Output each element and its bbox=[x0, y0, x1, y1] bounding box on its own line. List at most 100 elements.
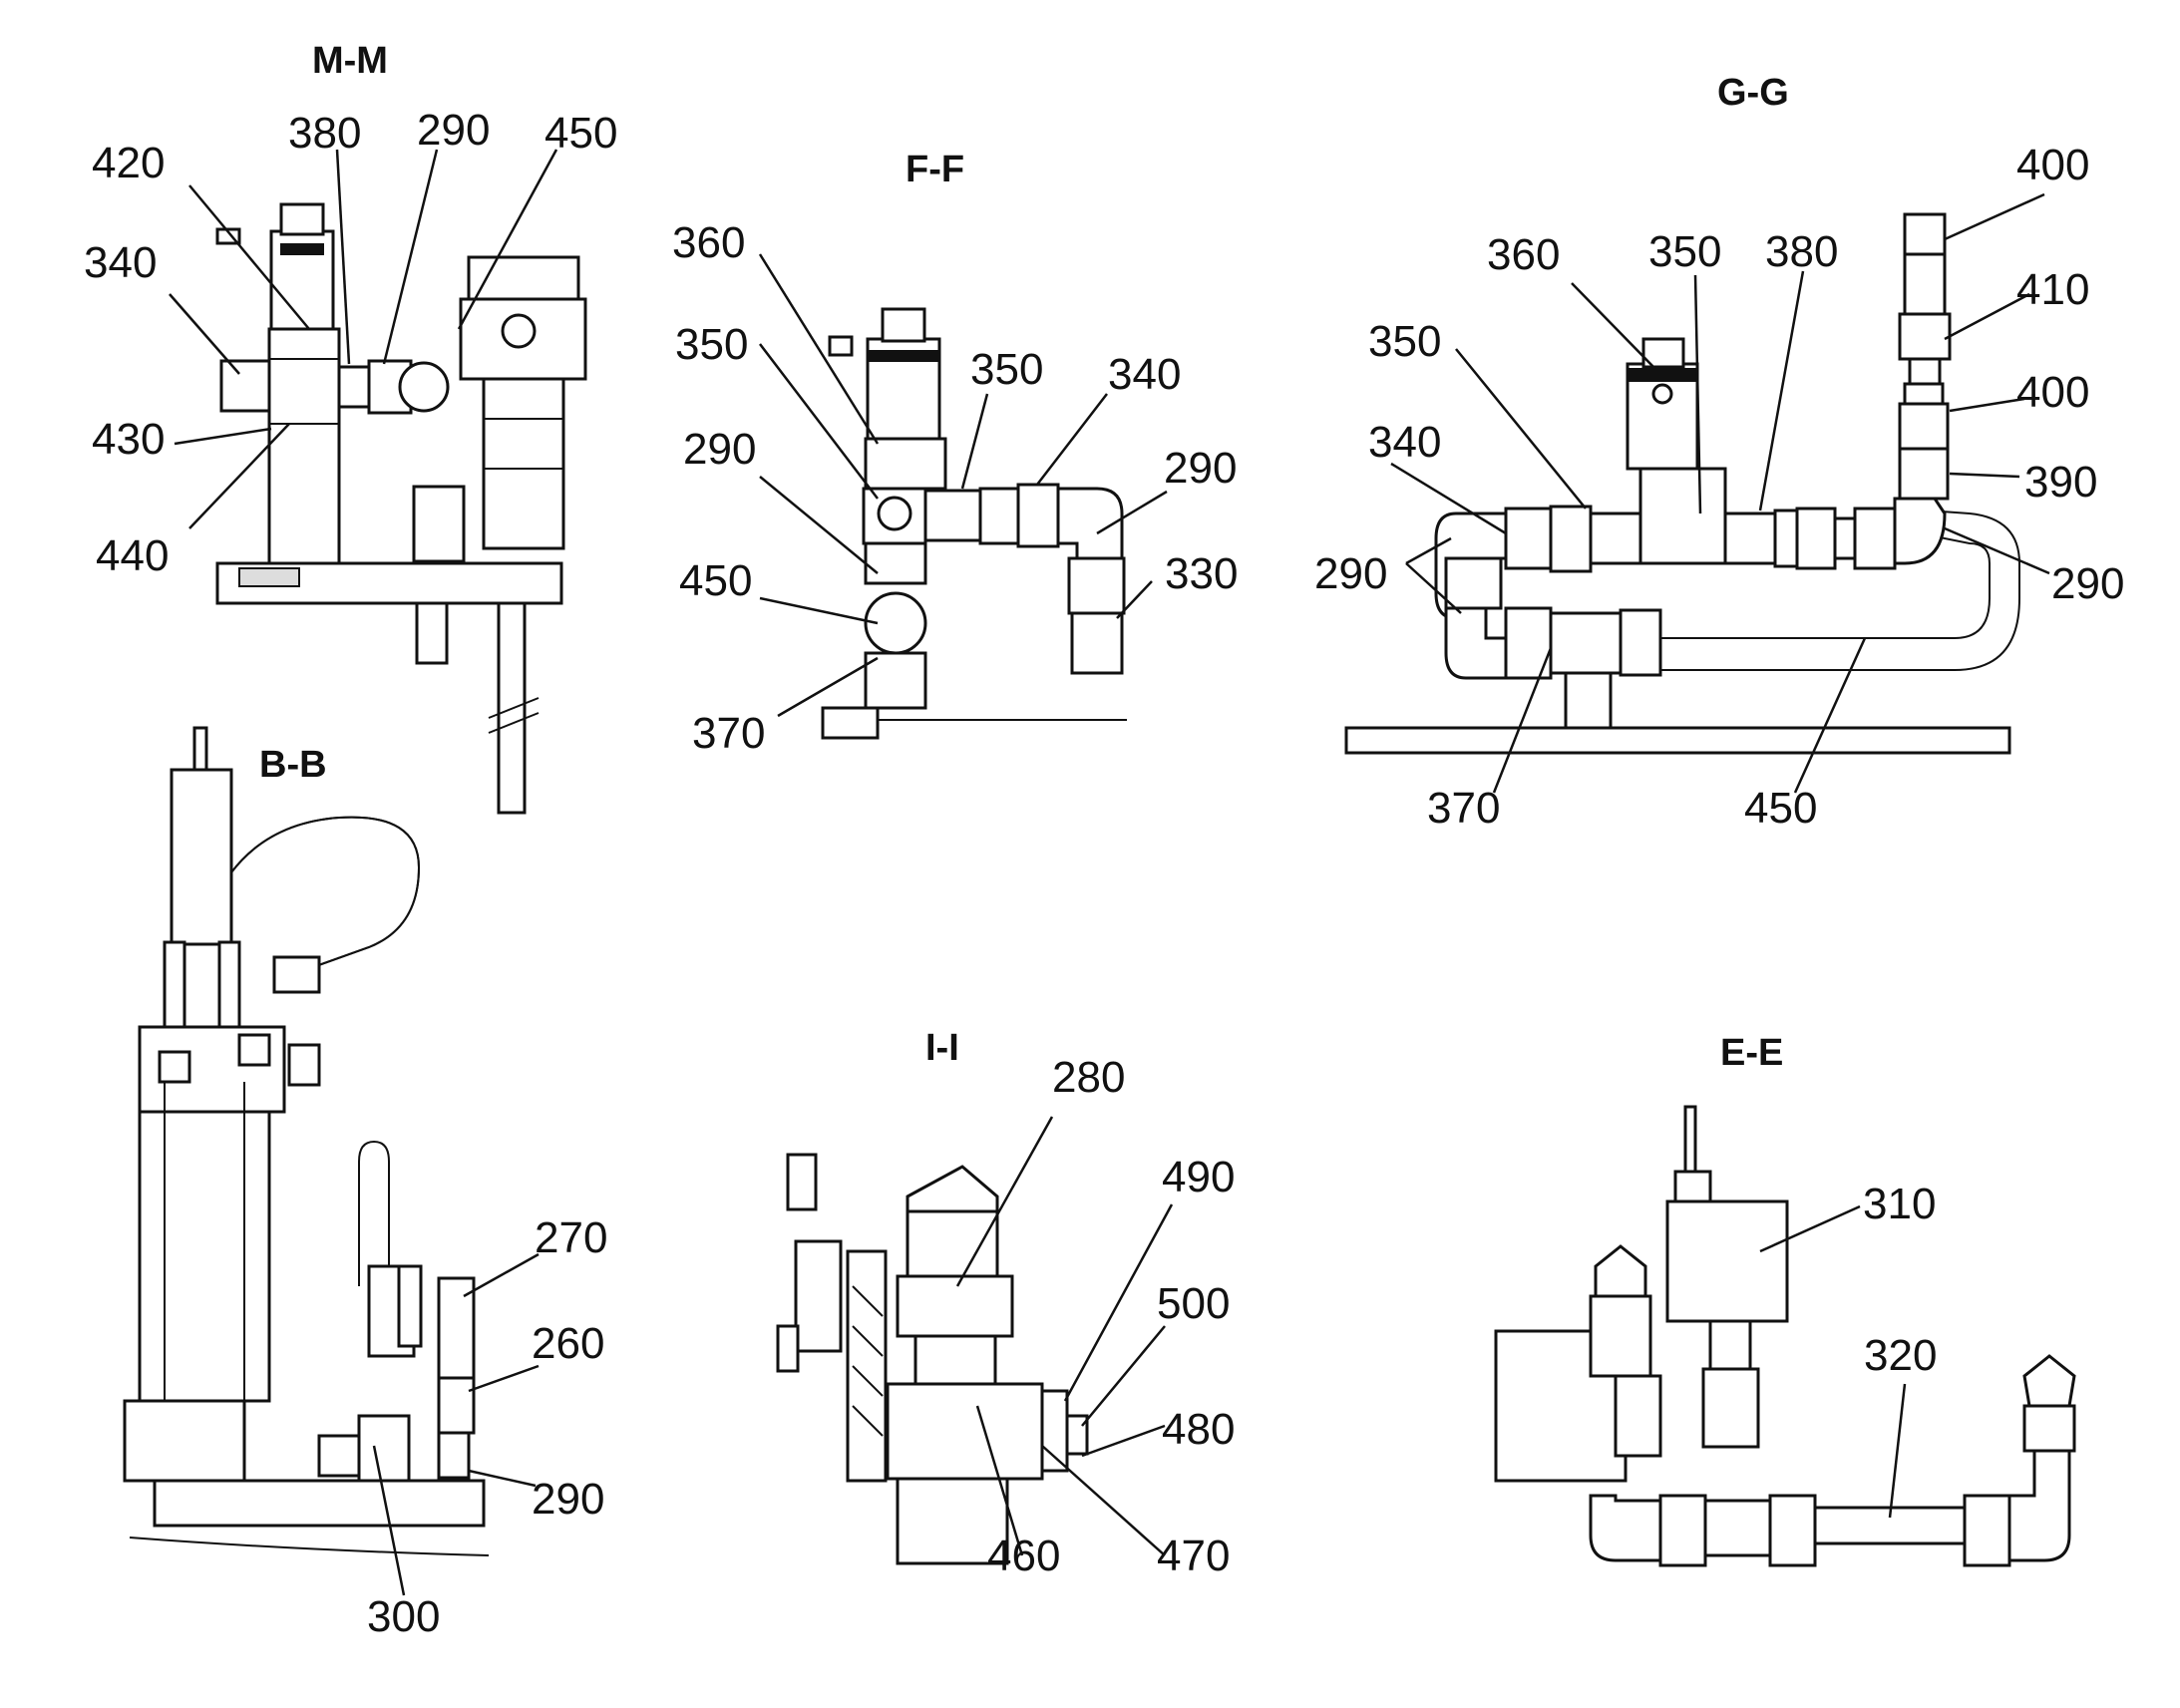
pipe-fitting-icon bbox=[317, 1434, 361, 1478]
solenoid-valve-icon bbox=[215, 202, 335, 333]
valve-body bbox=[1638, 467, 1727, 565]
ref-ff-450: 450 bbox=[679, 556, 752, 605]
section-mm-drawing: M-M bbox=[84, 40, 617, 815]
pipe-fitting-icon bbox=[1658, 1494, 1707, 1567]
elbow-fitting-icon bbox=[1589, 1494, 1662, 1562]
ref-ff-370: 370 bbox=[692, 709, 765, 758]
ref-bb-260: 260 bbox=[532, 1319, 604, 1368]
pipe-fitting-icon bbox=[1504, 507, 1553, 570]
pressure-gauge-icon bbox=[398, 361, 450, 413]
sensor-rod bbox=[192, 726, 208, 775]
valve-neck bbox=[913, 1334, 997, 1386]
pipe-fitting-icon bbox=[1795, 507, 1837, 570]
ref-gg-340: 340 bbox=[1368, 418, 1441, 467]
pipe-fitting-icon bbox=[864, 541, 927, 585]
ref-mm-340: 340 bbox=[84, 238, 157, 287]
ref-gg-290a: 290 bbox=[1314, 549, 1387, 598]
ref-gg-360: 360 bbox=[1487, 230, 1560, 279]
ref-gg-410: 410 bbox=[2016, 265, 2089, 314]
pipe-fitting-icon bbox=[1963, 1494, 2011, 1567]
base-rail bbox=[1344, 726, 2011, 755]
pipe-fitting-icon bbox=[1444, 556, 1503, 610]
pipe-fitting-icon bbox=[272, 955, 321, 994]
ref-ii-490: 490 bbox=[1162, 1153, 1235, 1201]
section-title-mm: M-M bbox=[312, 40, 388, 82]
small-valve bbox=[412, 485, 466, 563]
pipe-fitting-icon bbox=[1549, 505, 1593, 573]
ref-mm-430: 430 bbox=[92, 415, 165, 464]
section-gg-drawing: G-G bbox=[1314, 72, 2124, 833]
manifold-block bbox=[886, 1382, 1044, 1481]
main-housing bbox=[138, 1110, 271, 1403]
tee-fitting-icon bbox=[357, 1414, 411, 1483]
knob bbox=[287, 1043, 321, 1087]
section-bb-drawing: B-B 270 260 290 bbox=[123, 726, 607, 1641]
reservoir bbox=[170, 768, 233, 946]
pipe-fitting-icon bbox=[1853, 507, 1897, 570]
pipe-fitting-icon bbox=[1768, 1494, 1817, 1567]
elbow-fitting-icon bbox=[1893, 497, 1947, 565]
pipe-fitting-icon bbox=[1898, 447, 1950, 501]
tee-fitting-icon bbox=[1703, 1499, 1772, 1557]
ref-ii-460: 460 bbox=[987, 1532, 1060, 1580]
tee-fitting-icon bbox=[1549, 611, 1623, 675]
ref-bb-290: 290 bbox=[532, 1475, 604, 1524]
pressure-switch-unit bbox=[459, 255, 587, 550]
pipe-fitting-icon bbox=[1067, 556, 1126, 615]
ref-gg-370: 370 bbox=[1427, 784, 1500, 833]
mounting-bracket bbox=[846, 1249, 888, 1483]
ref-gg-390: 390 bbox=[2024, 458, 2097, 507]
ref-ff-290b: 290 bbox=[1164, 444, 1237, 493]
pipe-fitting-icon bbox=[864, 651, 927, 710]
ref-gg-380: 380 bbox=[1765, 227, 1838, 276]
section-title-bb: B-B bbox=[259, 744, 327, 786]
ref-ff-360: 360 bbox=[672, 218, 745, 267]
pipe-fitting-icon bbox=[923, 489, 982, 542]
pipe-fitting-icon bbox=[1903, 382, 1945, 406]
pipe-fitting-icon bbox=[1564, 671, 1613, 730]
valve-body bbox=[864, 437, 947, 491]
sensor-probe bbox=[163, 940, 186, 1029]
pipe-fitting-icon bbox=[1773, 509, 1799, 568]
elbow-fitting-icon bbox=[2007, 1449, 2071, 1562]
ref-gg-400a: 400 bbox=[2016, 141, 2089, 189]
ref-mm-450: 450 bbox=[545, 109, 617, 158]
pipe-fitting-icon bbox=[1898, 402, 1950, 451]
ref-ff-330: 330 bbox=[1165, 549, 1238, 598]
section-title-ee: E-E bbox=[1720, 1032, 1783, 1074]
ref-ee-310: 310 bbox=[1863, 1180, 1936, 1228]
solenoid-valve-icon bbox=[1626, 337, 1699, 471]
section-ee-drawing: E-E 310 320 bbox=[1494, 1032, 2076, 1567]
cap bbox=[906, 1165, 999, 1218]
pipe-fitting-icon bbox=[1903, 252, 1947, 316]
ref-mm-290: 290 bbox=[417, 106, 490, 155]
pipe-fitting-icon bbox=[1619, 608, 1662, 677]
pipe-fitting-icon bbox=[337, 365, 371, 409]
pipe-fitting-icon bbox=[1589, 1244, 1662, 1458]
pipe-fitting-icon bbox=[1701, 1367, 1760, 1449]
pipe-fitting-icon bbox=[1723, 512, 1777, 565]
elbow-fitting-icon bbox=[437, 1431, 471, 1480]
valve-column bbox=[267, 327, 341, 565]
ref-ii-500: 500 bbox=[1157, 1279, 1230, 1328]
pipe-fitting-icon bbox=[978, 487, 1020, 545]
section-ii-drawing: I-I 280 490 500 480 460 470 bbox=[776, 1027, 1235, 1580]
ref-gg-290b: 290 bbox=[2051, 559, 2124, 608]
lower-block bbox=[896, 1477, 1009, 1565]
ref-mm-440: 440 bbox=[96, 531, 169, 580]
ref-ii-480: 480 bbox=[1162, 1405, 1235, 1454]
ref-mm-420: 420 bbox=[92, 139, 165, 187]
pipe-fitting-icon bbox=[219, 359, 271, 413]
elbow-fitting-icon bbox=[1444, 606, 1508, 680]
valve-head bbox=[906, 1209, 999, 1278]
ref-ii-470: 470 bbox=[1157, 1532, 1230, 1580]
ref-gg-350a: 350 bbox=[1648, 227, 1721, 276]
pipe-fitting-icon bbox=[1016, 483, 1060, 548]
solenoid-valve-icon bbox=[828, 307, 941, 441]
drain-fitting bbox=[415, 601, 449, 665]
section-ff-drawing: F-F 360 350 350 340 29 bbox=[672, 149, 1238, 758]
sensor-rod bbox=[1683, 1105, 1697, 1179]
pressure-switch-310 bbox=[1665, 1199, 1789, 1323]
elbow-fitting-icon bbox=[1056, 487, 1124, 560]
section-title-gg: G-G bbox=[1717, 72, 1789, 114]
